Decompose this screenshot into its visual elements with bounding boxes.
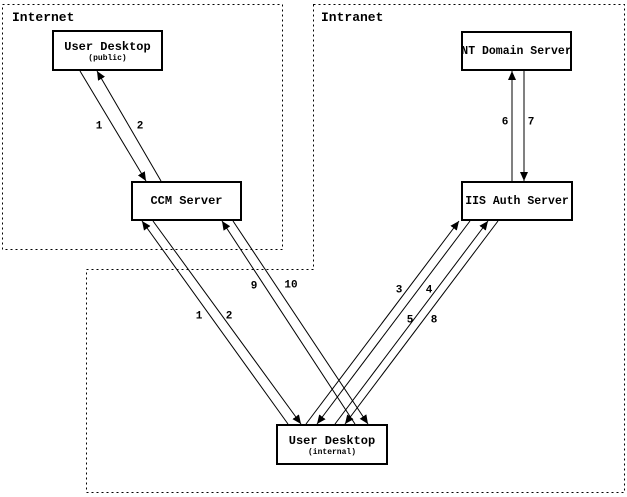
edge-label-2-public: 2 [136,120,144,133]
node-iis-auth-server: IIS Auth Server [461,181,573,221]
edge-label-4: 4 [425,284,433,297]
edge-label-3: 3 [395,284,403,297]
node-user-desktop-internal: User Desktop (internal) [276,424,388,465]
node-subtitle: (public) [88,53,127,63]
arrow-4-iis-to-internal-desktop [316,220,471,425]
arrow-3-internal-desktop-to-iis [305,220,460,425]
internet-region-border [2,4,283,250]
edge-label-1-public: 1 [95,120,103,133]
node-title: NT Domain Server [461,44,572,58]
arrow-2-ccm-to-internal-desktop [152,220,302,425]
edge-label-9: 9 [250,280,258,293]
node-title: User Desktop [288,433,376,448]
edge-label-1-internal: 1 [195,310,203,323]
edge-label-10: 10 [284,279,298,292]
node-nt-domain-server: NT Domain Server [461,31,572,71]
node-user-desktop-public: User Desktop (public) [52,30,163,71]
arrow-1-public-desktop-to-ccm [79,70,147,182]
edge-label-7: 7 [527,116,535,129]
arrow-8-iis-to-internal-desktop [344,220,499,425]
arrow-9-internal-desktop-to-ccm [221,220,356,425]
edge-label-6: 6 [501,116,509,129]
internet-region-label: Internet [12,10,75,25]
node-ccm-server: CCM Server [131,181,242,221]
arrow-10-ccm-to-internal-desktop [232,220,369,425]
node-title: CCM Server [150,193,223,208]
arrow-2-ccm-to-public-desktop [96,70,162,182]
node-title: User Desktop [64,39,151,54]
node-title: IIS Auth Server [465,194,569,208]
edge-label-8: 8 [430,314,438,327]
arrow-5-internal-desktop-to-iis [334,220,489,425]
intranet-region-border [86,4,625,493]
intranet-region-label: Intranet [321,10,384,25]
edge-label-5: 5 [406,314,414,327]
edge-label-2-internal: 2 [225,310,233,323]
arrow-1-internal-desktop-to-ccm [141,220,289,425]
node-subtitle: (internal) [307,447,356,457]
